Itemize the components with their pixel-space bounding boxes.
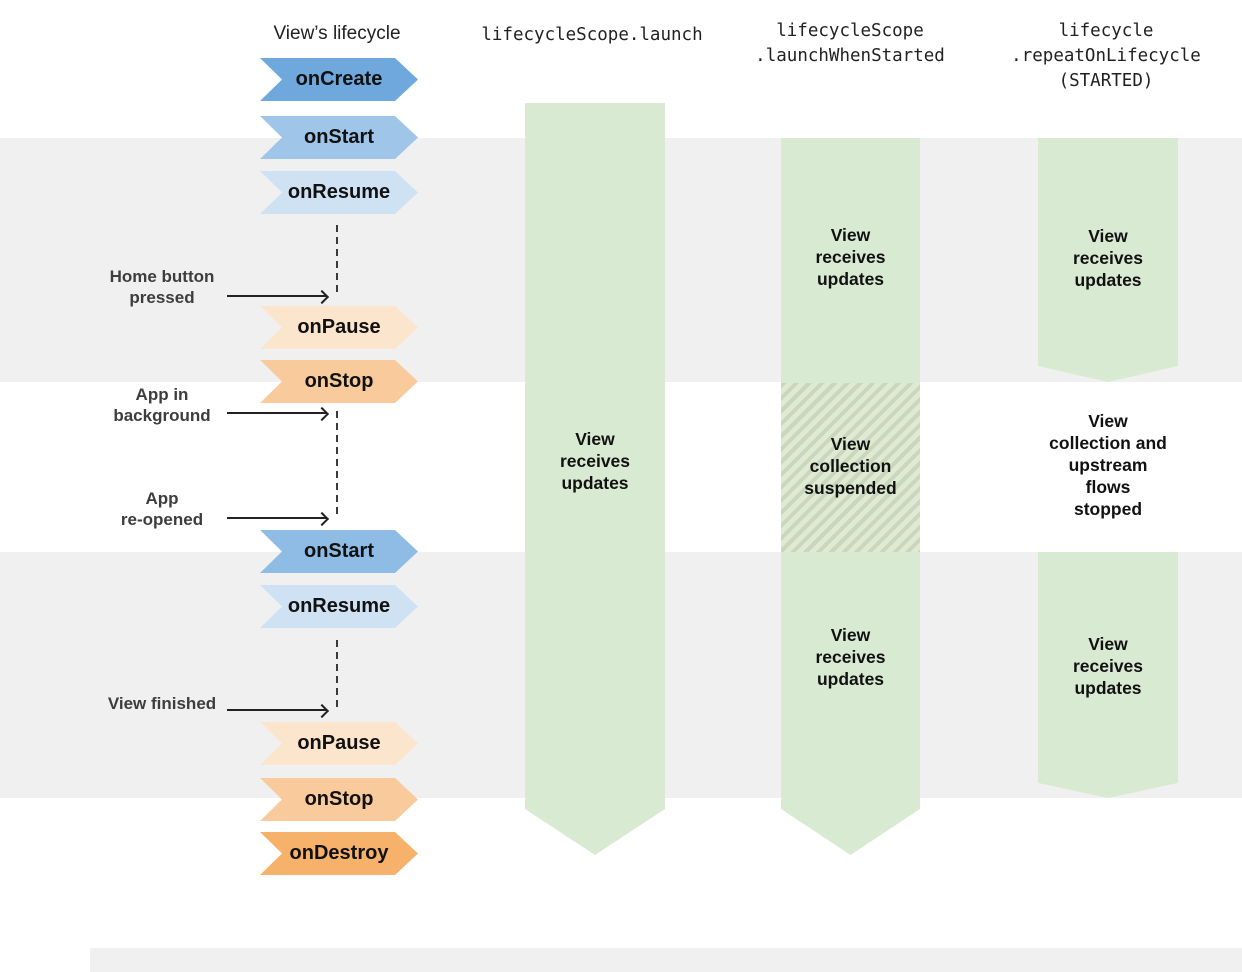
label-lws-receives-updates-top: View receives updates: [815, 225, 886, 289]
column-repeatonlifecycle-arrow-bottom: [1038, 552, 1178, 798]
lifecycle-event-oncreate: onCreate: [260, 58, 418, 101]
lifecycle-event-ondestroy: onDestroy: [260, 832, 418, 875]
annotation-arrow-1: [227, 295, 327, 297]
annotation-arrow-3: [227, 517, 327, 519]
suspended-hatch-region: [781, 383, 920, 552]
label-repeat-receives-updates-bottom: View receives updates: [1072, 634, 1144, 698]
annotation-app-in-background: App in background: [113, 385, 211, 425]
label-lws-receives-updates-bottom: View receives updates: [815, 625, 886, 689]
label-lws-collection-suspended: View collection suspended: [804, 434, 897, 498]
lifecycle-event-onpause-1: onPause: [260, 306, 418, 349]
header-repeatonlifecycle: lifecycle .repeatOnLifecycle (STARTED): [1011, 21, 1201, 91]
lifecycle-event-onstop-2: onStop: [260, 778, 418, 821]
column-repeatonlifecycle-arrow-top: [1038, 138, 1178, 382]
lifecycle-event-onstop-1: onStop: [260, 360, 418, 403]
header-launchwhenstarted: lifecycleScope .launchWhenStarted: [755, 21, 945, 66]
annotation-view-finished: View finished: [107, 694, 217, 713]
lifecycle-event-onresume-2: onResume: [260, 585, 418, 628]
annotation-arrow-4: [227, 709, 327, 711]
background-band-bottom: [90, 948, 1242, 972]
lifecycle-event-onstart-2: onStart: [260, 530, 418, 573]
label-repeat-flows-stopped: View collection and upstream flows stopp…: [1049, 411, 1167, 519]
column-launchwhenstarted-arrow: [781, 138, 920, 855]
lifecycle-event-onpause-2: onPause: [260, 722, 418, 765]
lifecycle-event-onstart-1: onStart: [260, 116, 418, 159]
lifecycle-event-onresume-1: onResume: [260, 171, 418, 214]
label-repeat-receives-updates-top: View receives updates: [1072, 226, 1144, 290]
header-lifecyclescope-launch: lifecycleScope.launch: [481, 25, 703, 45]
annotation-arrow-2: [227, 412, 327, 414]
dashed-connector-3: [336, 640, 338, 710]
annotation-home-button-pressed: Home button pressed: [109, 267, 215, 307]
annotation-app-reopened: App re-opened: [120, 489, 204, 529]
dashed-connector-2: [336, 411, 338, 519]
column-launch-arrow: [525, 103, 665, 855]
header-views-lifecycle: View’s lifecycle: [273, 23, 401, 44]
dashed-connector-1: [336, 225, 338, 295]
label-launch-receives-updates: View receives updates: [559, 429, 631, 493]
